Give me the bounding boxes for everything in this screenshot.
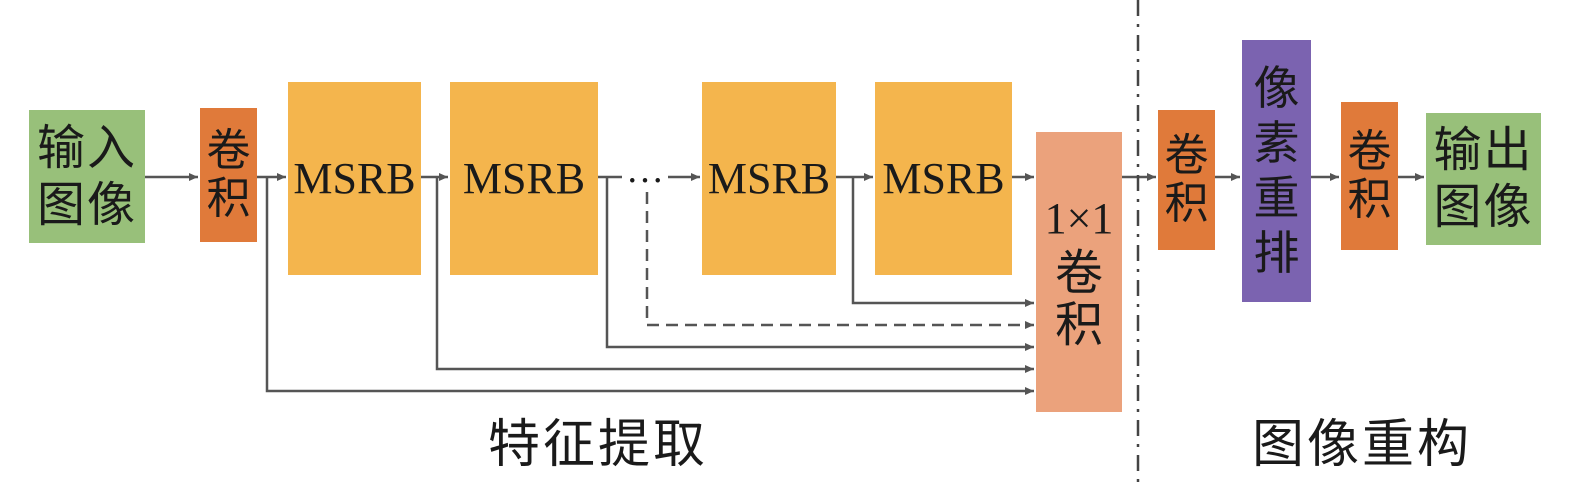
- msrb-block-2: MSRB: [450, 82, 598, 275]
- conv1x1-char-1: 卷: [1054, 244, 1103, 301]
- skip-dashed-to-conv1x1: [645, 192, 1034, 329]
- pixel-shuffle-char-2: 素: [1253, 115, 1300, 170]
- section-label-image-reconstruction: 图像重构: [1252, 415, 1473, 475]
- conv3-char-1: 卷: [1347, 126, 1392, 178]
- msrb-block-2-label: MSRB: [462, 154, 586, 203]
- ellipsis: …: [622, 149, 668, 191]
- msrb-block-1: MSRB: [288, 82, 421, 275]
- conv1-char-1: 卷: [206, 125, 251, 177]
- pixel-shuffle-char-4: 排: [1253, 226, 1300, 281]
- output-label-line2: 图像: [1433, 179, 1534, 235]
- conv1x1-title: 1×1: [1044, 193, 1114, 243]
- conv1-char-2: 积: [206, 173, 251, 224]
- conv2-char-2: 积: [1164, 178, 1209, 229]
- msrb-block-3: MSRB: [702, 82, 836, 275]
- conv1x1-box: 1×1 卷 积: [1036, 132, 1122, 412]
- output-image-box: 输出 图像: [1426, 113, 1541, 245]
- skip-conv-to-conv1x1: [265, 177, 1034, 395]
- input-image-box: 输入 图像: [29, 110, 145, 243]
- msrb-block-4-label: MSRB: [882, 154, 1005, 203]
- skip-msrb1-to-conv1x1: [435, 177, 1034, 373]
- pixel-shuffle-box: 像 素 重 排: [1242, 40, 1311, 302]
- conv-box-2: 卷 积: [1158, 110, 1215, 250]
- conv3-char-2: 积: [1347, 174, 1392, 225]
- skip-msrb3-to-conv1x1: [851, 177, 1034, 307]
- output-label-line1: 输出: [1433, 122, 1534, 179]
- msrb-block-3-label: MSRB: [707, 154, 831, 203]
- input-label-line2: 图像: [36, 176, 137, 233]
- input-label-line1: 输入: [36, 119, 137, 176]
- conv2-char-1: 卷: [1164, 130, 1209, 182]
- pixel-shuffle-char-1: 像: [1253, 60, 1300, 115]
- section-label-feature-extraction: 特征提取: [488, 415, 709, 475]
- conv1x1-char-2: 积: [1054, 296, 1103, 353]
- msrb-block-4: MSRB: [875, 82, 1012, 275]
- msrb-block-1-label: MSRB: [293, 154, 416, 203]
- conv-box-3: 卷 积: [1341, 102, 1398, 250]
- conv-box-1: 卷 积: [200, 108, 257, 242]
- pixel-shuffle-char-3: 重: [1253, 171, 1300, 225]
- skip-msrb2-to-conv1x1: [605, 177, 1034, 351]
- ellipsis-text: …: [626, 149, 664, 191]
